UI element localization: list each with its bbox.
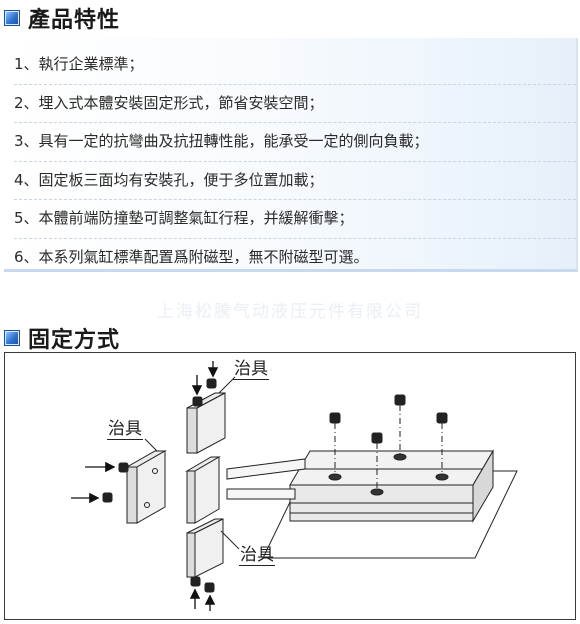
square-bullet-icon <box>4 330 20 346</box>
features-panel: 1、執行企業標準； 2、埋入式本體安裝固定形式，節省安裝空間； 3、具有一定的抗… <box>4 38 578 272</box>
bolt-icon <box>192 396 203 407</box>
jig-label-bottom: 治具 <box>239 545 275 566</box>
feature-item: 5、本體前端防撞墊可調整氣缸行程，并緩解衝擊； <box>14 200 576 239</box>
bolt-icon <box>102 492 113 503</box>
bolt-icon <box>190 576 201 587</box>
features-list: 1、執行企業標準； 2、埋入式本體安裝固定形式，節省安裝空間； 3、具有一定的抗… <box>4 38 576 276</box>
feature-item: 1、執行企業標準； <box>14 46 576 85</box>
bolt-icon <box>329 412 341 424</box>
feature-item: 2、埋入式本體安裝固定形式，節省安裝空間； <box>14 85 576 123</box>
piston-rod-upper <box>226 458 306 480</box>
features-heading: 產品特性 <box>28 8 121 33</box>
cylinder-body-top <box>289 450 494 486</box>
company-watermark: 上海松騰气动液压元件有限公司 <box>157 302 423 322</box>
feature-item: 6、本系列氣缸標準配置爲附磁型，無不附磁型可選。 <box>14 247 369 266</box>
mounting-heading: 固定方式 <box>28 328 121 353</box>
feature-item: 4、固定板三面均有安裝孔，便于多位置加載； <box>14 162 576 200</box>
mounting-illustration <box>71 361 518 611</box>
bolt-icon <box>371 432 383 444</box>
bolt-icon <box>394 394 406 406</box>
piston-rod-lower <box>226 488 296 500</box>
jig-label-top: 治具 <box>233 359 269 380</box>
cylinder-body-side <box>472 449 494 523</box>
bolt-icon <box>436 412 448 424</box>
bolt-icon <box>204 582 215 593</box>
feature-item: 3、具有一定的抗彎曲及抗扭轉性能，能承受一定的側向負載； <box>14 123 576 162</box>
mounting-diagram: 治具 治具 治具 <box>4 352 576 620</box>
section-title-features: 產品特性 <box>4 2 120 34</box>
square-bullet-icon <box>4 10 20 26</box>
bolt-icon <box>206 378 217 389</box>
section-title-mounting: 固定方式 <box>4 322 120 354</box>
jig-label-left: 治具 <box>107 419 143 440</box>
bolt-icon <box>118 462 129 473</box>
